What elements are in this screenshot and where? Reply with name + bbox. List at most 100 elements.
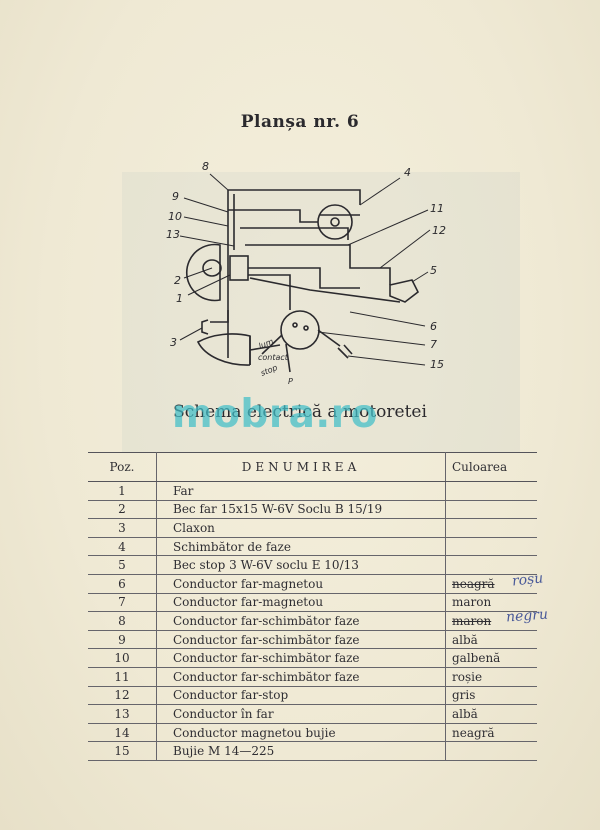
diagram-caption: Schema electrică a motoretei bbox=[173, 402, 427, 422]
label-13: 13 bbox=[166, 228, 180, 241]
label-stop: stop bbox=[259, 363, 278, 378]
cell-name: Claxon bbox=[156, 518, 446, 538]
cell-color: albă bbox=[445, 704, 537, 724]
cell-name: Far bbox=[156, 481, 446, 501]
label-11: 11 bbox=[430, 202, 444, 215]
cell-pos: 13 bbox=[88, 704, 157, 724]
magneto-body bbox=[280, 310, 320, 350]
headlamp-connector bbox=[229, 255, 249, 281]
header-pos: Poz. bbox=[88, 452, 157, 482]
label-8: 8 bbox=[202, 160, 209, 173]
cell-pos: 2 bbox=[88, 500, 157, 520]
cell-pos: 6 bbox=[88, 574, 157, 594]
label-4: 4 bbox=[404, 166, 411, 179]
cell-name: Conductor far-magnetou bbox=[156, 574, 446, 594]
label-12: 12 bbox=[432, 224, 446, 237]
cell-name: Conductor far-magnetou bbox=[156, 593, 446, 613]
label-15: 15 bbox=[430, 358, 444, 371]
cell-pos: 4 bbox=[88, 537, 157, 557]
cell-name: Bec far 15x15 W-6V Soclu B 15/19 bbox=[156, 500, 446, 520]
label-3: 3 bbox=[170, 336, 177, 349]
cell-name: Conductor far-schimbător faze bbox=[156, 648, 446, 668]
switch-center bbox=[330, 217, 340, 227]
label-2: 2 bbox=[174, 274, 181, 287]
cell-color bbox=[445, 518, 537, 538]
page-title: Planșa nr. 6 bbox=[240, 112, 360, 132]
cell-pos: 14 bbox=[88, 723, 157, 743]
cell-color: roșie bbox=[445, 667, 537, 687]
cell-color: maron bbox=[445, 593, 537, 613]
cell-name: Conductor far-schimbător faze bbox=[156, 630, 446, 650]
label-5: 5 bbox=[430, 264, 437, 277]
cell-name: Bujie M 14—225 bbox=[156, 741, 446, 761]
label-9: 9 bbox=[172, 190, 179, 203]
cell-name: Conductor far-schimbător faze bbox=[156, 667, 446, 687]
cell-name: Conductor far-schimbător faze bbox=[156, 611, 446, 631]
cell-color bbox=[445, 741, 537, 761]
handwritten-note-row8: negru bbox=[505, 606, 549, 626]
cell-color: galbenă bbox=[445, 648, 537, 668]
cell-name: Conductor în far bbox=[156, 704, 446, 724]
cell-pos: 7 bbox=[88, 593, 157, 613]
cell-pos: 11 bbox=[88, 667, 157, 687]
stop-lamp bbox=[389, 279, 420, 303]
cell-color: gris bbox=[445, 686, 537, 706]
header-color: Culoarea bbox=[445, 452, 537, 482]
cell-color bbox=[445, 555, 537, 575]
cell-color: maron bbox=[445, 611, 537, 631]
cell-pos: 9 bbox=[88, 630, 157, 650]
cell-pos: 1 bbox=[88, 481, 157, 501]
cell-pos: 8 bbox=[88, 611, 157, 631]
headlamp-bulb bbox=[202, 259, 222, 277]
cell-pos: 5 bbox=[88, 555, 157, 575]
headlamp-body bbox=[186, 243, 221, 302]
cell-color bbox=[445, 481, 537, 501]
label-10: 10 bbox=[168, 210, 182, 223]
label-p: P bbox=[288, 377, 293, 386]
cell-name: Conductor magnetou bujie bbox=[156, 723, 446, 743]
label-7: 7 bbox=[430, 338, 437, 351]
watermark: mobra.ro bbox=[172, 392, 378, 437]
cell-color bbox=[445, 500, 537, 520]
label-1: 1 bbox=[176, 292, 183, 305]
cell-color bbox=[445, 537, 537, 557]
horn bbox=[201, 319, 209, 335]
cell-pos: 12 bbox=[88, 686, 157, 706]
cell-color: neagră bbox=[445, 574, 537, 594]
cell-color: albă bbox=[445, 630, 537, 650]
table-header-row: Poz. DENUMIREA Culoarea bbox=[88, 452, 537, 482]
handwritten-note-row6: roșu bbox=[511, 570, 545, 590]
label-contact: contact bbox=[258, 353, 289, 362]
spark-plug bbox=[337, 344, 353, 359]
cell-pos: 15 bbox=[88, 741, 157, 761]
label-6: 6 bbox=[430, 320, 437, 333]
wiring-diagram: 8 4 9 10 13 11 12 2 1 5 3 6 7 15 lum. co… bbox=[166, 160, 446, 386]
cell-name: Conductor far-stop bbox=[156, 686, 446, 706]
engine-housing bbox=[196, 333, 251, 366]
header-name: DENUMIREA bbox=[156, 452, 446, 482]
cell-name: Schimbător de faze bbox=[156, 537, 446, 557]
cell-color: neagră bbox=[445, 723, 537, 743]
switch-body bbox=[317, 204, 353, 240]
cell-pos: 10 bbox=[88, 648, 157, 668]
bleed-through bbox=[122, 172, 520, 452]
cell-name: Bec stop 3 W-6V soclu E 10/13 bbox=[156, 555, 446, 575]
cell-pos: 3 bbox=[88, 518, 157, 538]
